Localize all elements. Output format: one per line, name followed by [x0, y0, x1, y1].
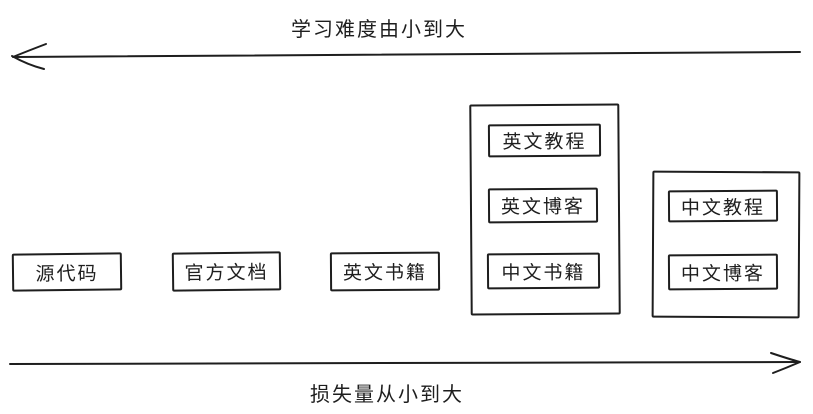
node-chinese-books: 中文书籍 [486, 252, 601, 290]
node-english-blog: 英文博客 [487, 187, 599, 224]
node-official-docs: 官方文档 [171, 251, 282, 292]
node-chinese-blog: 中文博客 [667, 253, 779, 291]
node-english-books: 英文书籍 [329, 251, 441, 292]
node-chinese-tutorial: 中文教程 [667, 189, 779, 223]
node-english-tutorial: 英文教程 [487, 123, 602, 158]
node-source-code: 源代码 [11, 252, 123, 292]
top-axis-label: 学习难度由小到大 [291, 19, 467, 41]
bottom-axis-label: 损失量从小到大 [310, 384, 464, 406]
